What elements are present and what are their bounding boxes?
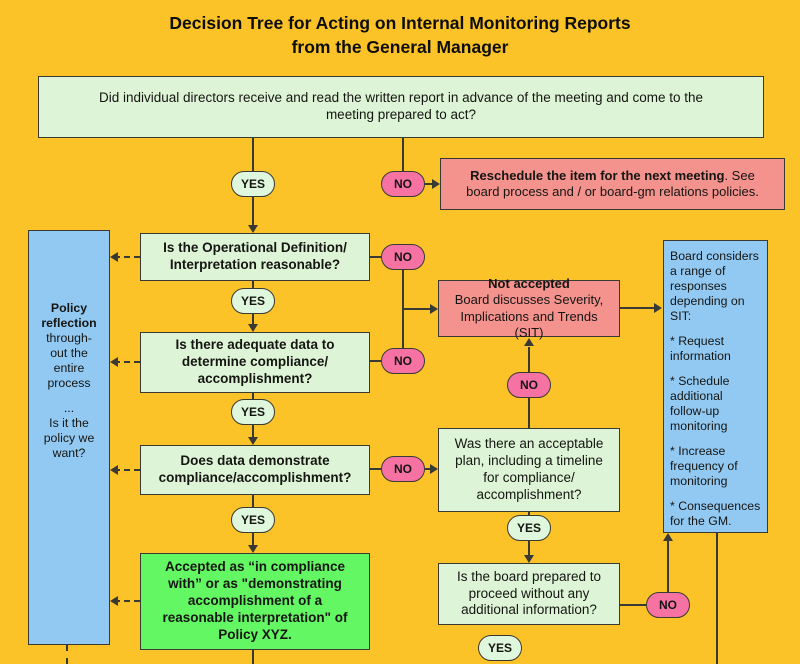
yes-badge-5: YES bbox=[507, 515, 551, 541]
connector-line bbox=[370, 360, 381, 362]
board-responses-item3: * Increase frequency of monitoring bbox=[670, 444, 738, 488]
yes-badge-3: YES bbox=[231, 399, 275, 425]
connector-line bbox=[252, 495, 254, 507]
arrowhead-up bbox=[663, 533, 673, 541]
connector-line bbox=[370, 256, 381, 258]
connector-line bbox=[425, 183, 434, 185]
arrowhead-down bbox=[248, 324, 258, 332]
connector-line bbox=[528, 541, 530, 555]
node-operational-definition-question: Is the Operational Definition/ Interpret… bbox=[140, 233, 370, 281]
arrowhead-right bbox=[430, 304, 438, 314]
connector-line bbox=[252, 533, 254, 546]
node-not-accepted: Not accepted Board discusses Severity, I… bbox=[438, 276, 620, 340]
connector-line bbox=[252, 281, 254, 289]
yes-badge-1: YES bbox=[231, 171, 275, 197]
node-acceptable-plan-text: Was there an acceptable plan, including … bbox=[454, 436, 604, 502]
no-badge-1: NO bbox=[381, 171, 425, 197]
dashed-connector bbox=[114, 256, 140, 258]
connector-line bbox=[620, 604, 646, 606]
page-title-line2: from the General Manager bbox=[291, 36, 509, 57]
dashed-connector bbox=[114, 469, 140, 471]
connector-line bbox=[716, 533, 718, 664]
yes-badge-4: YES bbox=[231, 507, 275, 533]
node-reschedule-text: Reschedule the item for the next meeting… bbox=[453, 168, 773, 201]
node-board-prepared-question: Is the board prepared to proceed without… bbox=[438, 563, 620, 625]
node-not-accepted-body: Board discusses Severity, Implications a… bbox=[454, 292, 604, 340]
arrowhead-down bbox=[524, 555, 534, 563]
node-accepted-text: Accepted as “in compliance with” or as "… bbox=[162, 559, 348, 642]
no-badge-2: NO bbox=[381, 244, 425, 270]
node-board-responses: Board considers a range of responses dep… bbox=[663, 240, 768, 533]
policy-reflection-heading: Policy reflection bbox=[41, 301, 97, 330]
no-badge-4: NO bbox=[381, 456, 425, 482]
connector-line bbox=[252, 138, 254, 171]
node-adequate-data-question: Is there adequate data to determine comp… bbox=[140, 332, 370, 393]
board-responses-item1: * Request information bbox=[670, 334, 731, 363]
arrowhead-up bbox=[524, 338, 534, 346]
node-data-demonstrate-text: Does data demonstrate compliance/accompl… bbox=[158, 453, 352, 485]
no-badge-5: NO bbox=[507, 372, 551, 398]
arrowhead-down bbox=[248, 437, 258, 445]
arrowhead-left bbox=[110, 357, 118, 367]
arrowhead-right bbox=[654, 303, 662, 313]
node-reschedule: Reschedule the item for the next meeting… bbox=[440, 158, 785, 210]
connector-line bbox=[528, 512, 530, 516]
arrowhead-left bbox=[110, 252, 118, 262]
node-report-read-question: Did individual directors receive and rea… bbox=[38, 76, 764, 138]
node-data-demonstrate-question: Does data demonstrate compliance/accompl… bbox=[140, 445, 370, 495]
connector-line bbox=[667, 541, 669, 593]
connector-line bbox=[402, 138, 404, 171]
node-acceptable-plan-question: Was there an acceptable plan, including … bbox=[438, 428, 620, 512]
connector-line bbox=[402, 308, 430, 310]
connector-line bbox=[252, 197, 254, 227]
policy-reflection-line2: through-out the entire process bbox=[46, 331, 92, 390]
board-responses-item2: * Schedule additional follow-up monitori… bbox=[670, 374, 730, 433]
connector-line bbox=[370, 468, 381, 470]
connector-line bbox=[252, 393, 254, 399]
node-board-prepared-text: Is the board prepared to proceed without… bbox=[456, 568, 602, 618]
node-adequate-data-text: Is there adequate data to determine comp… bbox=[175, 337, 335, 386]
policy-reflection-line3: Is it the policy we want? bbox=[43, 416, 95, 460]
node-operational-definition-text: Is the Operational Definition/ Interpret… bbox=[163, 240, 347, 272]
arrowhead-down bbox=[248, 545, 258, 553]
board-responses-intro: Board considers a range of responses dep… bbox=[670, 249, 759, 323]
connector-line bbox=[252, 650, 254, 664]
arrowhead-right bbox=[430, 464, 438, 474]
arrowhead-right bbox=[432, 179, 440, 189]
node-reschedule-bold: Reschedule the item for the next meeting bbox=[470, 167, 725, 183]
connector-line bbox=[425, 468, 432, 470]
node-reschedule-rest: . See board process and / or board-gm re… bbox=[466, 167, 759, 199]
policy-reflection-dots: ... bbox=[63, 401, 75, 415]
node-not-accepted-title: Not accepted bbox=[488, 276, 570, 291]
arrowhead-left bbox=[110, 596, 118, 606]
connector-line bbox=[252, 314, 254, 325]
no-badge-6: NO bbox=[646, 592, 690, 618]
node-policy-reflection: Policy reflection through-out the entire… bbox=[28, 230, 110, 645]
dashed-connector bbox=[114, 361, 140, 363]
dashed-connector bbox=[114, 600, 140, 602]
page-title: Decision Tree for Acting on Internal Mon… bbox=[0, 12, 800, 59]
board-responses-item4: * Consequences for the GM. bbox=[670, 499, 761, 528]
node-accepted: Accepted as “in compliance with” or as "… bbox=[140, 553, 370, 650]
arrowhead-down bbox=[248, 225, 258, 233]
page-title-line1: Decision Tree for Acting on Internal Mon… bbox=[169, 13, 631, 33]
yes-badge-2: YES bbox=[231, 288, 275, 314]
node-report-read-text: Did individual directors receive and rea… bbox=[98, 90, 704, 122]
dashed-connector bbox=[66, 645, 68, 664]
yes-badge-6: YES bbox=[478, 635, 522, 661]
no-badge-3: NO bbox=[381, 348, 425, 374]
arrowhead-left bbox=[110, 465, 118, 475]
connector-line bbox=[252, 425, 254, 438]
connector-line bbox=[620, 307, 654, 309]
